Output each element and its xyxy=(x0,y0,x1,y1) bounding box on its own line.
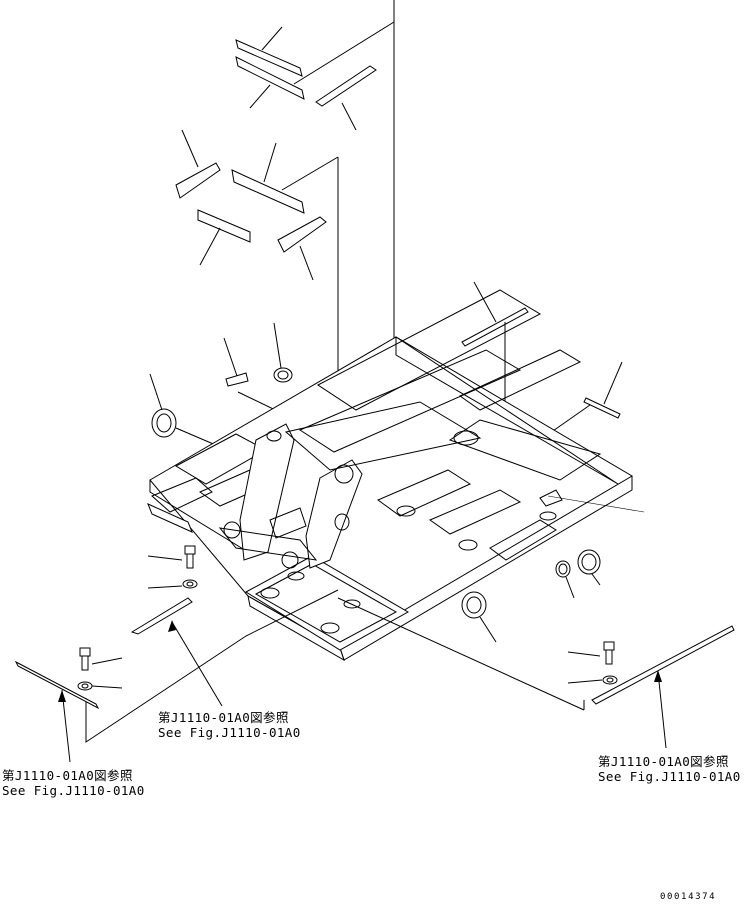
arrowhead xyxy=(654,670,662,682)
arrowhead xyxy=(58,690,66,702)
washer-lower-left xyxy=(77,681,123,691)
cushion-pad-long xyxy=(231,142,305,214)
figure-reference-left: 第J1110-01A0図参照 See Fig.J1110-01A0 xyxy=(2,768,145,798)
o-ring-lower-large xyxy=(577,549,601,586)
rubber-strip-right xyxy=(539,361,623,441)
cover-plate-left xyxy=(130,597,223,707)
figure-reference-en: See Fig.J1110-01A0 xyxy=(158,725,301,740)
cushion-pad-small-left xyxy=(175,129,221,199)
figure-reference-right: 第J1110-01A0図参照 See Fig.J1110-01A0 xyxy=(598,754,741,784)
o-ring-lower-small xyxy=(555,560,575,599)
leader-line xyxy=(281,156,339,191)
bolt-upper-left xyxy=(147,545,196,569)
cushion-pad-upper-right xyxy=(315,65,377,131)
bolt-lower-left xyxy=(79,647,123,671)
bolt-right xyxy=(567,641,615,665)
cushion-pad-flat-left xyxy=(197,209,251,266)
figure-reference-jp: 第J1110-01A0図参照 xyxy=(158,710,289,725)
leader-line xyxy=(337,597,585,711)
figure-reference-en: See Fig.J1110-01A0 xyxy=(598,769,741,784)
cushion-pad-upper-left xyxy=(235,26,305,109)
figure-reference-jp: 第J1110-01A0図参照 xyxy=(2,768,133,783)
drawing-number: 00014374 xyxy=(660,892,717,902)
leader-line xyxy=(85,589,339,743)
revolving-frame xyxy=(147,289,645,662)
cushion-pad-flat-right xyxy=(277,216,327,281)
figure-reference-jp: 第J1110-01A0図参照 xyxy=(598,754,729,769)
leader-line xyxy=(293,21,395,85)
o-ring-small-top xyxy=(273,322,293,383)
figure-reference-en: See Fig.J1110-01A0 xyxy=(2,783,145,798)
cover-plate-right xyxy=(591,625,735,749)
arrowhead xyxy=(168,620,176,632)
o-ring-large-left xyxy=(149,373,233,453)
washer-right xyxy=(567,675,618,685)
washer-upper-left xyxy=(147,579,198,589)
o-ring-lower-center xyxy=(461,591,497,643)
figure-reference-center: 第J1110-01A0図参照 See Fig.J1110-01A0 xyxy=(158,710,301,740)
